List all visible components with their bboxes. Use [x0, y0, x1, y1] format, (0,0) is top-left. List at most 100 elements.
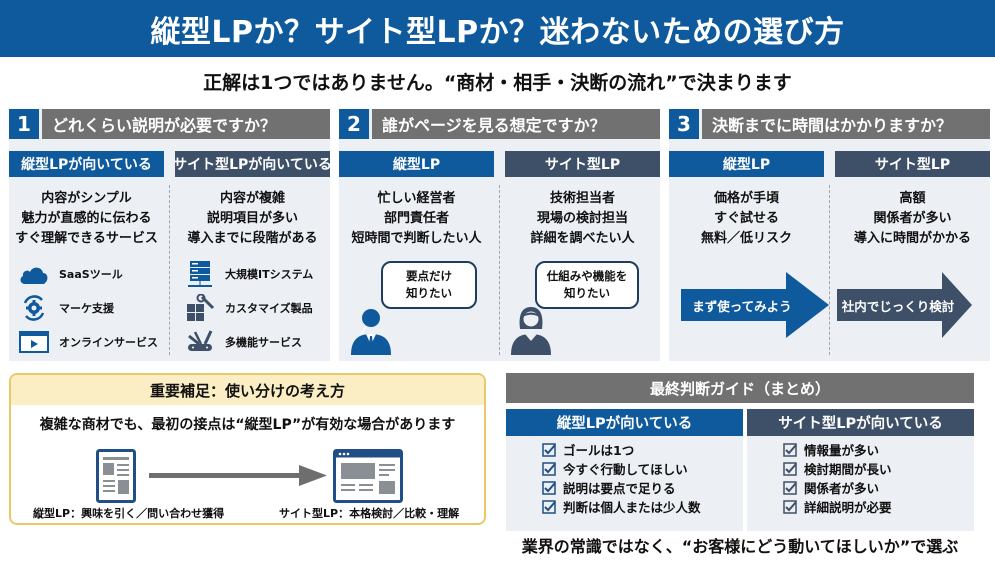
- checkbox-checked-icon: [783, 480, 797, 495]
- section-number: 1: [9, 109, 42, 139]
- checklist-item: 今すぐ行動してほしい: [542, 459, 743, 478]
- audience-line: 忙しい経営者: [377, 191, 456, 206]
- dashed-divider: [829, 185, 830, 355]
- condition-line: 導入に時間がかかる: [853, 231, 971, 246]
- vertical-lp-conditions: 価格が手頃 すぐ試せる 無料／低リスク: [669, 189, 824, 249]
- section-number: 2: [339, 109, 372, 139]
- condition-line: 関係者が多い: [873, 211, 952, 226]
- puzzle-wrench-icon: [183, 294, 217, 322]
- example-label: 多機能サービス: [225, 336, 302, 349]
- site-lp-heading: サイト型LP: [505, 151, 660, 177]
- example-item: オンラインサービス: [17, 325, 172, 359]
- gear-cycle-icon: [17, 294, 51, 322]
- site-lp-examples: 大規模ITシステム カスタマイズ製品 多機能サービス: [183, 257, 338, 359]
- dashed-divider: [169, 185, 170, 355]
- audience-line: 技術担当者: [549, 191, 615, 206]
- section-3-decision-time: 3 決断までに時間はかかりますか？ 縦型LP サイト型LP 価格が手頃 すぐ試せ…: [669, 109, 990, 361]
- condition-line: 価格が手頃: [713, 191, 779, 206]
- audience-line: 詳細を調べたい人: [530, 231, 635, 246]
- vertical-lp-heading: 縦型LP: [339, 151, 494, 177]
- criteria-line: 内容がシンプル: [41, 191, 132, 206]
- checkbox-checked-icon: [783, 499, 797, 514]
- section-question: 決断までに時間はかかりますか？: [712, 116, 953, 135]
- example-label: マーケ支援: [59, 302, 114, 315]
- site-lp-heading: サイト型LP: [835, 151, 990, 177]
- checkbox-checked-icon: [783, 461, 797, 476]
- guide-heading: 最終判断ガイド（まとめ）: [506, 373, 974, 403]
- vertical-lp-caption: 縦型LP：興味を引く／問い合わせ獲得: [33, 507, 225, 520]
- checklist-item: 説明は要点で足りる: [542, 478, 743, 497]
- important-note-box: 重要補足：使い分けの考え方 複雑な商材でも、最初の接点は“縦型LP”が有効な場合…: [9, 373, 486, 525]
- example-item: SaaSツール: [17, 257, 172, 291]
- flow-arrow: [149, 465, 327, 486]
- note-lead: 複雑な商材でも、最初の接点は“縦型LP”が有効な場合があります: [39, 417, 456, 433]
- condition-line: 高額: [899, 191, 926, 206]
- subtitle: 正解は1つではありません。“商材・相手・決断の流れ”で決まります: [203, 72, 792, 94]
- video-window-icon: [17, 328, 51, 356]
- condition-line: 無料／低リスク: [700, 231, 792, 246]
- vertical-lp-heading: 縦型LPが向いている: [9, 151, 164, 177]
- checklist-item: 関係者が多い: [783, 478, 974, 497]
- guide-vertical-lp-column: 縦型LPが向いている ゴールは1つ 今すぐ行動してほしい 説明は要点で足りる 判…: [506, 409, 743, 531]
- checklist-item: 詳細説明が必要: [783, 497, 974, 516]
- audience-line: 部門責任者: [383, 211, 449, 226]
- section-question: どれくらい説明が必要ですか？: [52, 116, 277, 135]
- lp-flow-diagram: 縦型LP：興味を引く／問い合わせ獲得 サイト型LP：本格検討／比較・理解: [11, 445, 484, 523]
- checklist-label: 検討期間が長い: [804, 462, 892, 477]
- site-lp-caption: サイト型LP：本格検討／比較・理解: [279, 507, 460, 520]
- example-item: マーケ支援: [17, 291, 172, 325]
- example-label: カスタマイズ製品: [225, 302, 313, 315]
- audience-line: 現場の検討担当: [536, 211, 628, 226]
- example-label: 大規模ITシステム: [225, 268, 314, 281]
- vertical-lp-heading: 縦型LP: [669, 151, 824, 177]
- site-lp-audience: 技術担当者 現場の検討担当 詳細を調べたい人: [505, 189, 660, 249]
- title-banner: 縦型LPか？サイト型LPか？迷わないための選び方: [0, 0, 995, 57]
- speech-bubble-engineer: 仕組みや機能を 知りたい: [535, 261, 639, 309]
- checkbox-checked-icon: [542, 442, 556, 457]
- example-label: SaaSツール: [59, 268, 123, 281]
- server-icon: [183, 260, 217, 288]
- section-header: 2 誰がページを見る想定ですか？: [339, 109, 660, 139]
- checkbox-checked-icon: [542, 461, 556, 476]
- checkbox-checked-icon: [783, 442, 797, 457]
- checklist-label: 今すぐ行動してほしい: [563, 462, 688, 477]
- section-1-explanation: 1 どれくらい説明が必要ですか？ 縦型LPが向いている サイト型LPが向いている…: [9, 109, 332, 361]
- checklist-label: 判断は個人または少人数: [563, 500, 701, 515]
- checklist-item: 検討期間が長い: [783, 459, 974, 478]
- checklist-label: 関係者が多い: [804, 481, 880, 496]
- checklist-item: 情報量が多い: [783, 440, 974, 459]
- checklist-label: 詳細説明が必要: [804, 500, 892, 515]
- checkbox-checked-icon: [542, 480, 556, 495]
- arrow-label: まず使ってみよう: [692, 298, 792, 314]
- guide-vertical-lp-heading: 縦型LPが向いている: [506, 409, 743, 436]
- guide-site-lp-heading: サイト型LPが向いている: [747, 409, 974, 436]
- vertical-lp-criteria: 内容がシンプル 魅力が直感的に伝わる すぐ理解できるサービス: [9, 189, 164, 249]
- final-decision-guide: 最終判断ガイド（まとめ） 縦型LPが向いている ゴールは1つ 今すぐ行動してほし…: [506, 373, 974, 531]
- site-lp-conditions: 高額 関係者が多い 導入に時間がかかる: [835, 189, 990, 249]
- bubble-line: 要点だけ: [406, 269, 452, 283]
- section-2-audience: 2 誰がページを見る想定ですか？ 縦型LP サイト型LP 忙しい経営者 部門責任…: [339, 109, 660, 361]
- criteria-line: 導入までに段階がある: [187, 231, 318, 246]
- example-item: カスタマイズ製品: [183, 291, 338, 325]
- vertical-lp-page-icon: [96, 449, 136, 503]
- deliberate-arrow: 社内でじっくり検討: [837, 272, 985, 338]
- checklist-item: ゴールは1つ: [542, 440, 743, 459]
- site-lp-heading: サイト型LPが向いている: [173, 151, 332, 177]
- criteria-line: すぐ理解できるサービス: [15, 231, 158, 246]
- section-question: 誰がページを見る想定ですか？: [382, 116, 606, 135]
- page-title: 縦型LPか？サイト型LPか？迷わないための選び方: [150, 14, 845, 50]
- guide-site-lp-column: サイト型LPが向いている 情報量が多い 検討期間が長い 関係者が多い 詳細説明が…: [747, 409, 974, 531]
- note-heading: 重要補足：使い分けの考え方: [11, 375, 484, 405]
- arrow-label: 社内でじっくり検討: [841, 298, 955, 314]
- vertical-lp-audience: 忙しい経営者 部門責任者 短時間で判断したい人: [339, 189, 494, 249]
- example-item: 多機能サービス: [183, 325, 338, 359]
- section-number: 3: [669, 109, 702, 139]
- example-label: オンラインサービス: [59, 336, 158, 349]
- section-header: 1 どれくらい説明が必要ですか？: [9, 109, 330, 139]
- condition-line: すぐ試せる: [713, 211, 779, 226]
- checkbox-checked-icon: [542, 499, 556, 514]
- multi-tool-icon: [183, 328, 217, 356]
- checklist-item: 判断は個人または少人数: [542, 497, 743, 516]
- bubble-line: 知りたい: [564, 286, 610, 300]
- cloud-icon: [17, 260, 51, 288]
